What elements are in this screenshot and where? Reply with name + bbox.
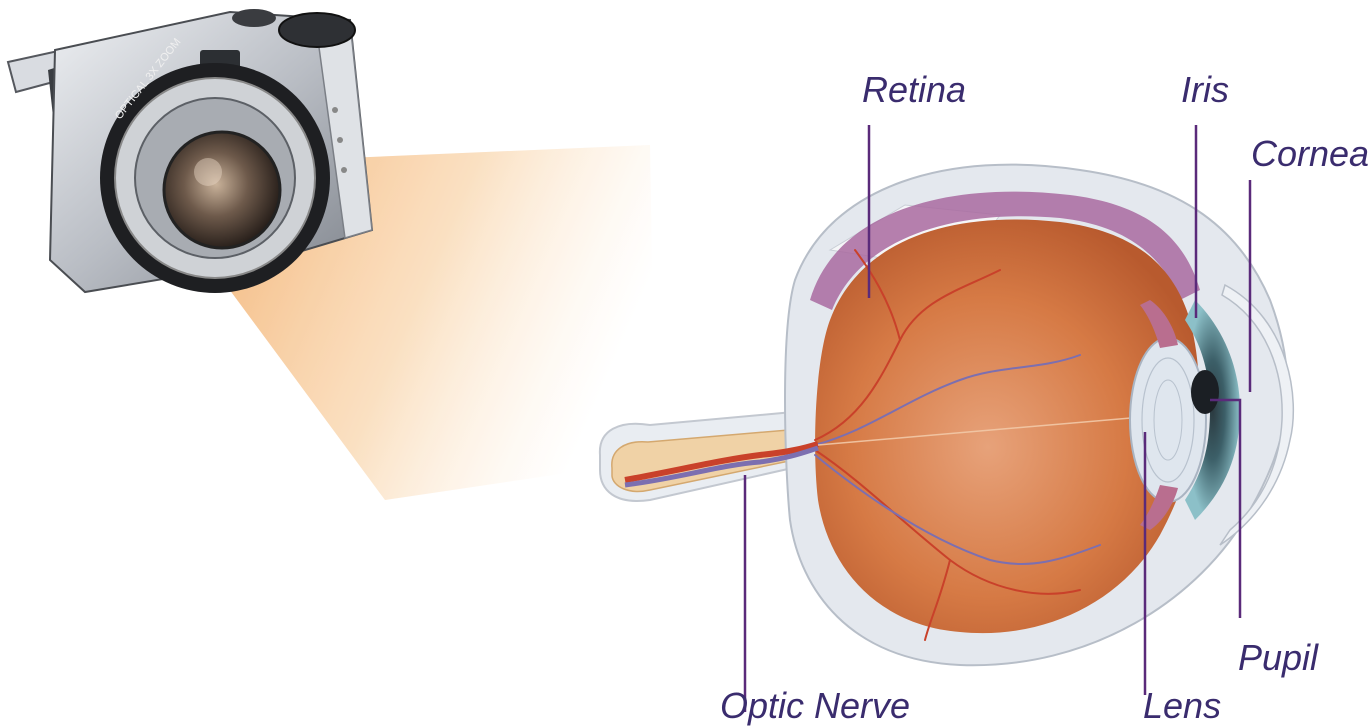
label-optic-nerve: Optic Nerve: [720, 688, 910, 724]
label-iris: Iris: [1181, 72, 1229, 108]
label-lens: Lens: [1143, 688, 1221, 724]
eye-cross-section: [600, 165, 1293, 666]
label-retina: Retina: [862, 72, 966, 108]
label-cornea: Cornea: [1251, 136, 1369, 172]
label-pupil: Pupil: [1238, 640, 1318, 676]
